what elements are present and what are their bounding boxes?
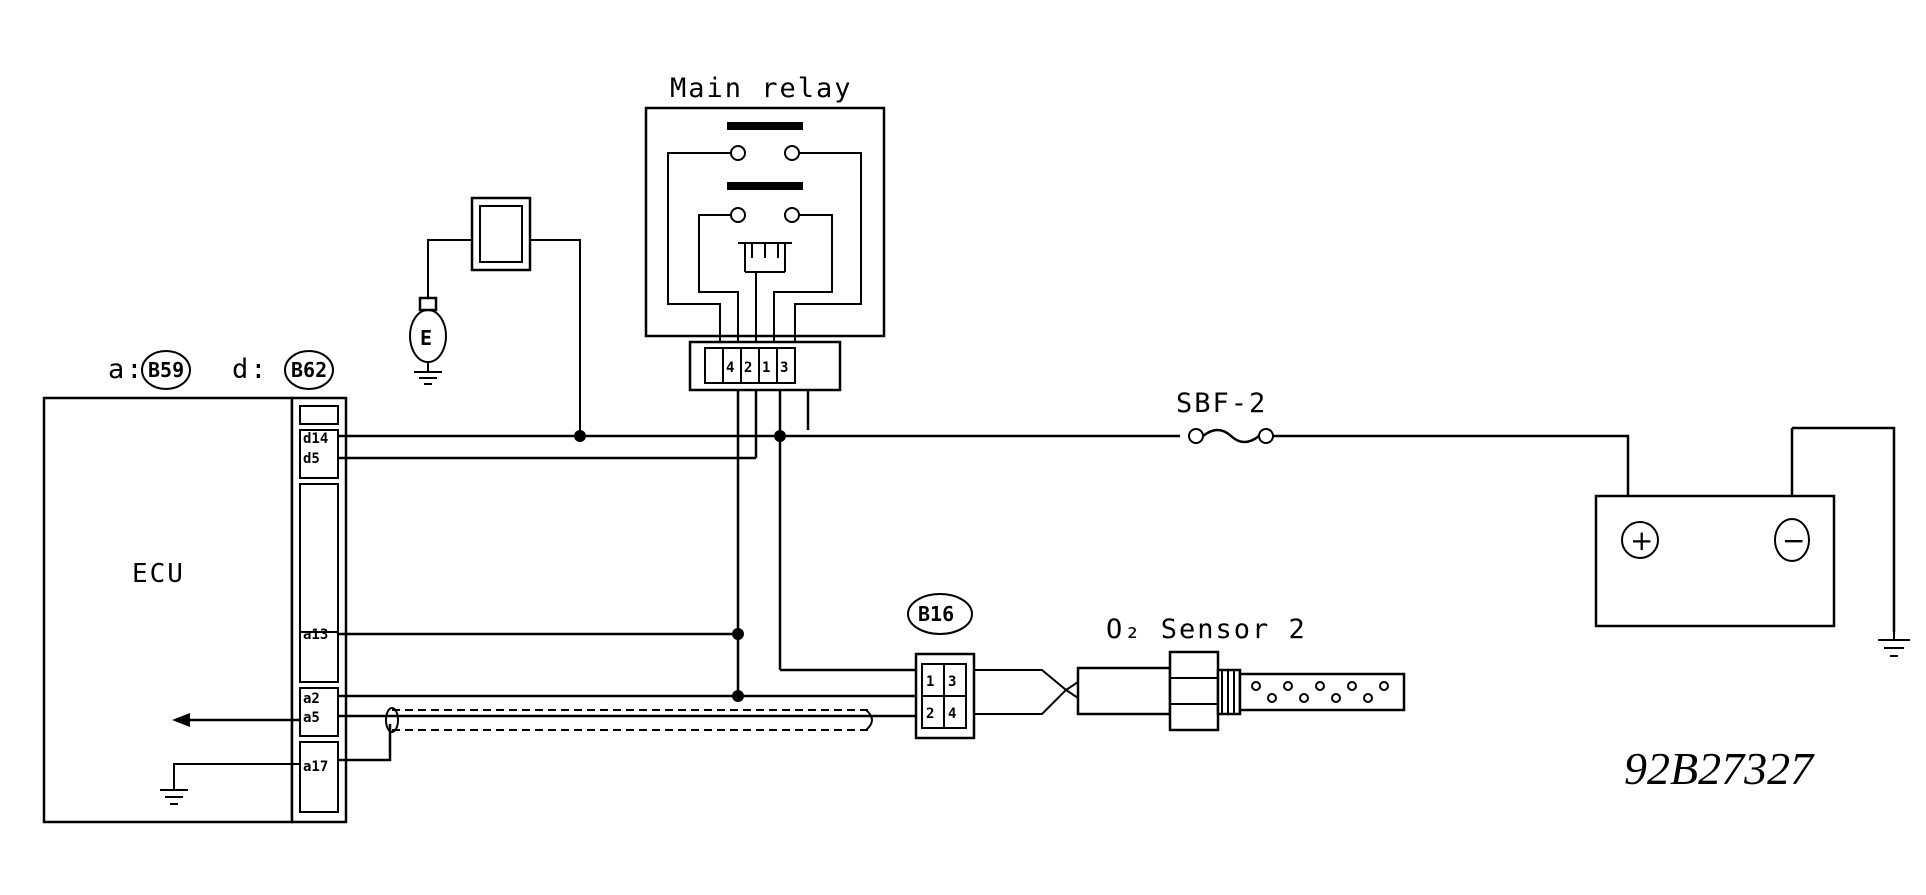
junction-dot [732,628,744,640]
ecu-ground-icon [160,789,188,805]
connector-d-id: B62 [291,358,327,382]
ecu: a: B59 d: B62 ECU d14 d5 a13 a2 a5 a17 [42,350,348,824]
ecu-pin-cell [299,631,339,683]
ground-component-wire [530,239,581,436]
sensor-connector-id: B16 [918,602,954,626]
ecu-signal-arrow-icon [172,713,190,727]
ecu-pin-a2: a2 [303,691,320,707]
junction-dot [732,690,744,702]
relay-coil [738,242,792,272]
sensor-connector-badge [907,593,973,635]
ground-component-inner [479,205,523,263]
shield-end [385,707,399,733]
ecu-pin-d5: d5 [303,451,320,467]
ecu-label: ECU [132,559,185,589]
battery-plus-label: + [1630,524,1653,557]
main-relay-label: Main relay [670,73,853,104]
fuse-label: SBF-2 [1176,388,1267,419]
main-relay: Main relay 4 2 1 3 [644,73,886,392]
ground-e-cap [418,296,438,312]
ignition-ground-component: E [409,196,581,436]
sensor-probe [1238,672,1406,712]
sensor-pin-3: 3 [948,674,956,690]
relay-contact-bar-1 [727,122,803,130]
diagram-code: 92B27327 [1624,743,1815,794]
fuse-element [1202,428,1260,444]
sensor-pin-2: 2 [926,706,934,722]
wire-fuse-to-battery [1273,434,1630,500]
relay-coil-lead [745,271,785,350]
battery-minus-label: − [1782,524,1805,557]
relay-wire [794,152,862,350]
connector-d-badge [284,350,334,390]
ecu-pin-cell [299,429,339,479]
ecu-pin-cell [299,687,339,737]
relay-wire [667,152,731,350]
sensor-thread-lines [1221,670,1235,714]
harness [338,390,1180,762]
relay-connector [688,340,842,392]
battery-ground-icon [1878,639,1910,657]
relay-wire [698,214,739,350]
ecu-pin-d14: d14 [303,431,328,447]
ecu-pin-a5: a5 [303,710,320,726]
connector-a-prefix: a: [108,354,145,385]
o2-sensor-assembly: B16 1 3 2 4 O₂ Sensor 2 [907,593,1406,740]
relay-pin-1: 1 [762,360,770,376]
sensor-label: O₂ Sensor 2 [1106,614,1307,645]
wire-battery-ground [1792,426,1896,632]
connector-d-prefix: d: [232,354,269,385]
ecu-housing [42,396,294,824]
relay-pin-4: 4 [726,360,734,376]
fuse-terminal [1188,428,1204,444]
sensor-pin-cell [943,695,967,729]
ecu-pin-cell [299,405,339,425]
ground-icon [414,362,442,385]
sensor-pin-4: 4 [948,706,956,722]
ground-e-label: E [420,326,432,350]
sensor-body [1076,666,1172,716]
fuse-battery: SBF-2 + − [1176,388,1910,657]
shield-end [865,709,873,731]
battery-minus-icon [1774,518,1810,562]
junction-dot [774,430,786,442]
connector-a-id: B59 [148,358,184,382]
fuse-terminal [1258,428,1274,444]
connector-a-badge [141,350,191,390]
battery [1594,494,1836,628]
ecu-pin-cell [299,741,339,813]
ground-component-box [470,196,532,272]
main-relay-housing [644,106,886,338]
relay-pin-2: 2 [744,360,752,376]
wire-a17 [338,724,392,762]
sensor-probe-holes [1251,681,1389,703]
relay-contact-bar-2 [727,182,803,190]
sensor-pin-1: 1 [926,674,934,690]
sensor-cable [974,669,1068,715]
sensor-cable-tip [1064,680,1079,700]
ecu-ground-wire [173,763,300,790]
junction-dot [574,430,586,442]
ground-component-wire [427,239,472,298]
sensor-hex-nut [1168,650,1220,732]
ecu-pin-a13: a13 [303,627,328,643]
relay-wire [773,214,833,350]
relay-pin-cell [776,347,796,384]
relay-pin-3: 3 [780,360,788,376]
ecu-pin-a17: a17 [303,759,328,775]
battery-plus-icon [1621,521,1659,559]
